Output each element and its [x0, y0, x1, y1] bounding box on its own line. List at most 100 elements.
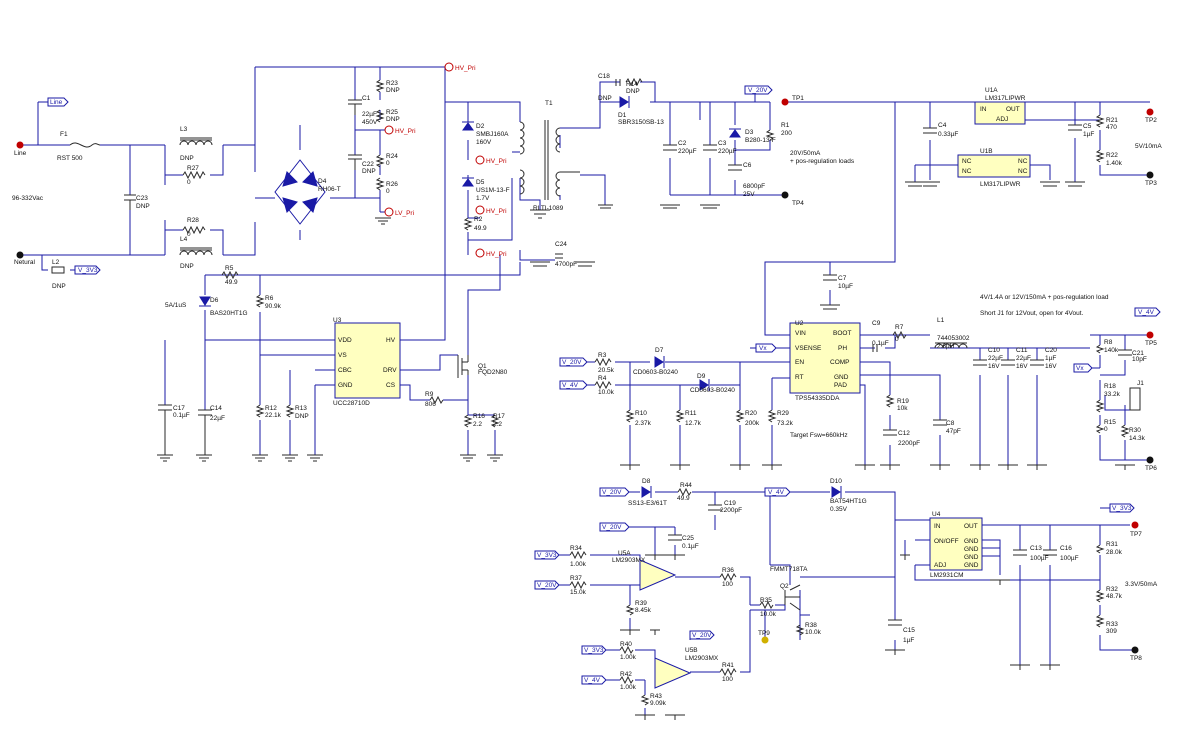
c9-value: 0.1µF — [872, 340, 889, 347]
d1-value: SBR3150SB-13 — [618, 119, 664, 126]
r4-ref: R4 — [598, 375, 607, 382]
d10-value: BAT54HT1G — [830, 498, 867, 505]
v3v3-tag-b: V_3V3 — [537, 552, 557, 559]
r8-ref: R8 — [1104, 339, 1113, 346]
c16-ref: C16 — [1060, 545, 1072, 552]
u4-pin-onoff: ON/OFF — [934, 538, 959, 545]
r5-ref: R5 — [225, 265, 234, 272]
r30-ref: R30 — [1129, 427, 1141, 434]
c2-value: 220µF — [678, 148, 697, 155]
r4-value: 10.0k — [598, 389, 615, 396]
u2-pin-gnd: GND — [834, 374, 849, 381]
tp4-label: TP4 — [792, 200, 804, 207]
u2-pin-ph: PH — [838, 345, 847, 352]
testpoint-labels: TP1 TP2 TP3 TP4 TP5 TP6 TP7 TP8 TP9 — [758, 95, 1157, 662]
d7-ref: D7 — [655, 347, 664, 354]
r22-ref: R22 — [1106, 152, 1118, 159]
test-points — [16, 98, 1154, 654]
u5b-part: LM2903MX — [685, 655, 719, 662]
d2-value: SMBJ160A — [476, 131, 509, 138]
tp8-label: TP8 — [1130, 655, 1142, 662]
d5-value2: 1.7V — [476, 195, 490, 202]
tp9-label: TP9 — [758, 630, 770, 637]
r11-ref: R11 — [685, 410, 697, 417]
u1a-pin-in: IN — [980, 106, 987, 113]
hv-pri-port-a: HV_Pri — [455, 65, 476, 72]
r24-ref: R24 — [386, 153, 398, 160]
c3-ref: C3 — [718, 140, 727, 147]
r38-value: 10.0k — [805, 629, 822, 636]
c14-value: 22µF — [210, 415, 225, 422]
c5-value: 1µF — [1083, 131, 1094, 138]
r13-ref: R13 — [295, 405, 307, 412]
c8-value: 47pF — [946, 428, 961, 435]
c14-ref: C14 — [210, 405, 222, 412]
c7-value: 10µF — [838, 283, 853, 290]
u1b-ref: U1B — [980, 148, 993, 155]
r38-ref: R38 — [805, 622, 817, 629]
r10-ref: R10 — [635, 410, 647, 417]
r1-ref: R1 — [781, 122, 790, 129]
r12-ref: R12 — [265, 405, 277, 412]
u3-ref: U3 — [333, 317, 342, 324]
v20-tag-f: V_20V — [692, 632, 712, 639]
r44-value: 49.9 — [677, 495, 690, 502]
u5a-ref: U5A — [618, 550, 631, 557]
d8-value: SS13-E3/61T — [628, 500, 667, 507]
r43-ref: R43 — [650, 693, 662, 700]
r31-ref: R31 — [1106, 541, 1118, 548]
r2-ref: R2 — [474, 216, 483, 223]
c18-ref: C18 — [598, 73, 610, 80]
r32-ref: R32 — [1106, 586, 1118, 593]
r25-ref: R25 — [386, 109, 398, 116]
r10-value: 2.37k — [635, 420, 652, 427]
u3-pin-drv: DRV — [383, 367, 397, 374]
r39-ref: R39 — [635, 600, 647, 607]
r5-value: 49.9 — [225, 279, 238, 286]
r18-value: 33.2k — [1104, 391, 1121, 398]
c20-ref: C20 — [1045, 347, 1057, 354]
r28-value: 0 — [187, 231, 191, 238]
vx-tag-b: Vx — [1076, 365, 1084, 372]
c17-ref: C17 — [173, 405, 185, 412]
q2-value: FMMT718TA — [770, 566, 808, 573]
r20-ref: R20 — [745, 410, 757, 417]
hv-pri-port-b: HV_Pri — [395, 128, 416, 135]
r27-value: 0 — [187, 179, 191, 186]
r44-ref: R44 — [680, 482, 692, 489]
d10-value2: 0.35V — [830, 506, 848, 513]
r31-value: 28.0k — [1106, 549, 1123, 556]
r36-value: 100 — [722, 581, 733, 588]
f1-ref: F1 — [60, 131, 68, 138]
d5-ref: D5 — [476, 179, 485, 186]
c25-value: 0.1µF — [682, 543, 699, 550]
vx-tag-a: Vx — [759, 345, 767, 352]
c17-value: 0.1µF — [173, 412, 190, 419]
u2-ref: U2 — [795, 320, 804, 327]
c16-value: 100µF — [1060, 555, 1079, 562]
u1a-part: LM317LIPWR — [985, 95, 1026, 102]
d3-value: B280-13-F — [745, 137, 776, 144]
c3-value: 220µF — [718, 148, 737, 155]
c10-value: 22µF — [988, 355, 1003, 362]
v4-tag-b: V_4V — [1138, 309, 1155, 316]
wire-network — [20, 66, 1150, 715]
c11-value: 22µF — [1016, 355, 1031, 362]
u1b-pin-b: NC — [962, 168, 972, 175]
d5-value: US1M-13-F — [476, 187, 510, 194]
l1-value2: 2.6µH — [937, 343, 955, 350]
r30-value: 14.3k — [1129, 435, 1146, 442]
out4a-note: 4V/1.4A or 12V/150mA + pos-regulation lo… — [980, 294, 1109, 301]
r14-ref: R14 — [626, 81, 638, 88]
u3-pin-gnd: GND — [338, 382, 353, 389]
r35-ref: R35 — [760, 597, 772, 604]
hv-pri-port-e: HV_Pri — [486, 251, 507, 258]
v4-tag-c: V_4V — [768, 489, 785, 496]
r26-value: 0 — [386, 188, 390, 195]
v20-tag-b: V_20V — [562, 359, 582, 366]
r16-ref: R16 — [473, 413, 485, 420]
u2-pin-en: EN — [795, 359, 804, 366]
out4b-note: Short J1 for 12Vout, open for 4Vout. — [980, 310, 1084, 317]
passive-shapes — [51, 77, 1141, 706]
